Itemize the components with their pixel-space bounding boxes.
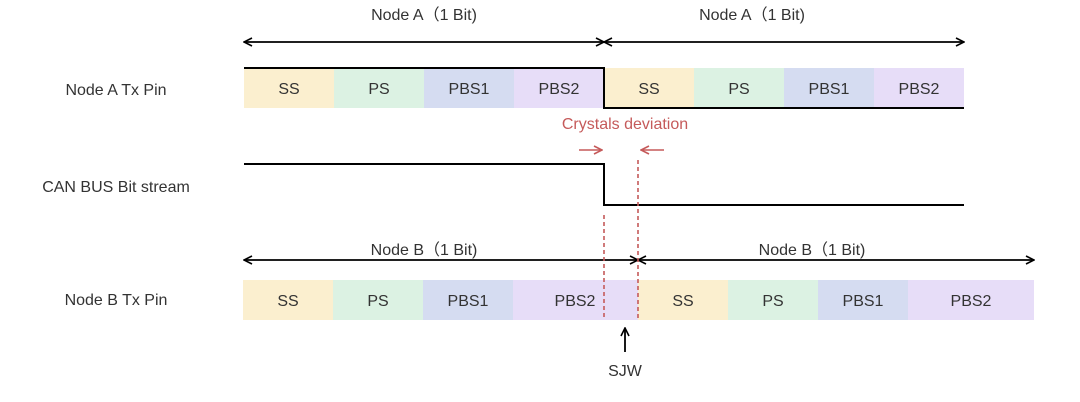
node-b-bit1-ps-label: PS	[367, 293, 388, 310]
node-a-bit1-ss-segment	[244, 68, 334, 108]
node-a-bit2-pbs1-segment	[784, 68, 874, 108]
node-a-bit1-pbs2-segment	[514, 68, 604, 108]
sjw-label: SJW	[608, 363, 643, 380]
node-a-bit1-ss-label: SS	[278, 81, 299, 98]
node-b-bit2-pbs1-label: PBS1	[843, 293, 884, 310]
node-a-bit2-pbs1-label: PBS1	[809, 81, 850, 98]
node-b-bit1-ss-segment	[243, 280, 333, 320]
node-a-bit2-pbs2-label: PBS2	[899, 81, 940, 98]
node-a-bit2-ps-segment	[694, 68, 784, 108]
node-b-bit1-pbs2-segment	[513, 280, 638, 320]
node-b-bit2-pbs1-segment	[818, 280, 908, 320]
node-a-bit2-pbs2-segment	[874, 68, 964, 108]
node-b-bit2-ss-label: SS	[672, 293, 693, 310]
node-b-bit1-pbs1-label: PBS1	[448, 293, 489, 310]
node-a-bit2-ss-label: SS	[638, 81, 659, 98]
node-a-bit2-ps-label: PS	[728, 81, 749, 98]
node-a-tx-waveform	[244, 67, 964, 109]
node-b-bit2-ss-segment	[638, 280, 728, 320]
node-a-bit1-pbs2-label: PBS2	[539, 81, 580, 98]
node-b-tx-pin-label: Node B Tx Pin	[65, 292, 168, 309]
node-b-bit1-ss-label: SS	[277, 293, 298, 310]
node-b-bit2-ps-segment	[728, 280, 818, 320]
node-b-bit2-pbs2-label: PBS2	[951, 293, 992, 310]
node-b-bit1-label: Node B（1 Bit)	[371, 241, 478, 259]
node-a-bit1-pbs1-segment	[424, 68, 514, 108]
can-bus-waveform	[244, 163, 964, 206]
node-a-bit2-label: Node A（1 Bit)	[699, 6, 805, 24]
node-a-tx-pin-label: Node A Tx Pin	[65, 82, 166, 99]
node-b-bit2-ps-label: PS	[762, 293, 783, 310]
node-a-bit1-label: Node A（1 Bit)	[371, 6, 477, 24]
node-b-bit1-pbs1-segment	[423, 280, 513, 320]
node-b-bit2-label: Node B（1 Bit)	[759, 241, 866, 259]
node-a-bit1-pbs1-label: PBS1	[449, 81, 490, 98]
node-b-bit1-ps-segment	[333, 280, 423, 320]
node-b-bit2-pbs2-segment	[908, 280, 1034, 320]
node-a-bit1-ps-segment	[334, 68, 424, 108]
node-a-bit2-ss-segment	[604, 68, 694, 108]
node-a-bit1-ps-label: PS	[368, 81, 389, 98]
crystals-deviation-label: Crystals deviation	[562, 116, 688, 133]
can-bus-bit-stream-label: CAN BUS Bit stream	[42, 179, 190, 196]
node-b-bit1-pbs2-label: PBS2	[555, 293, 596, 310]
